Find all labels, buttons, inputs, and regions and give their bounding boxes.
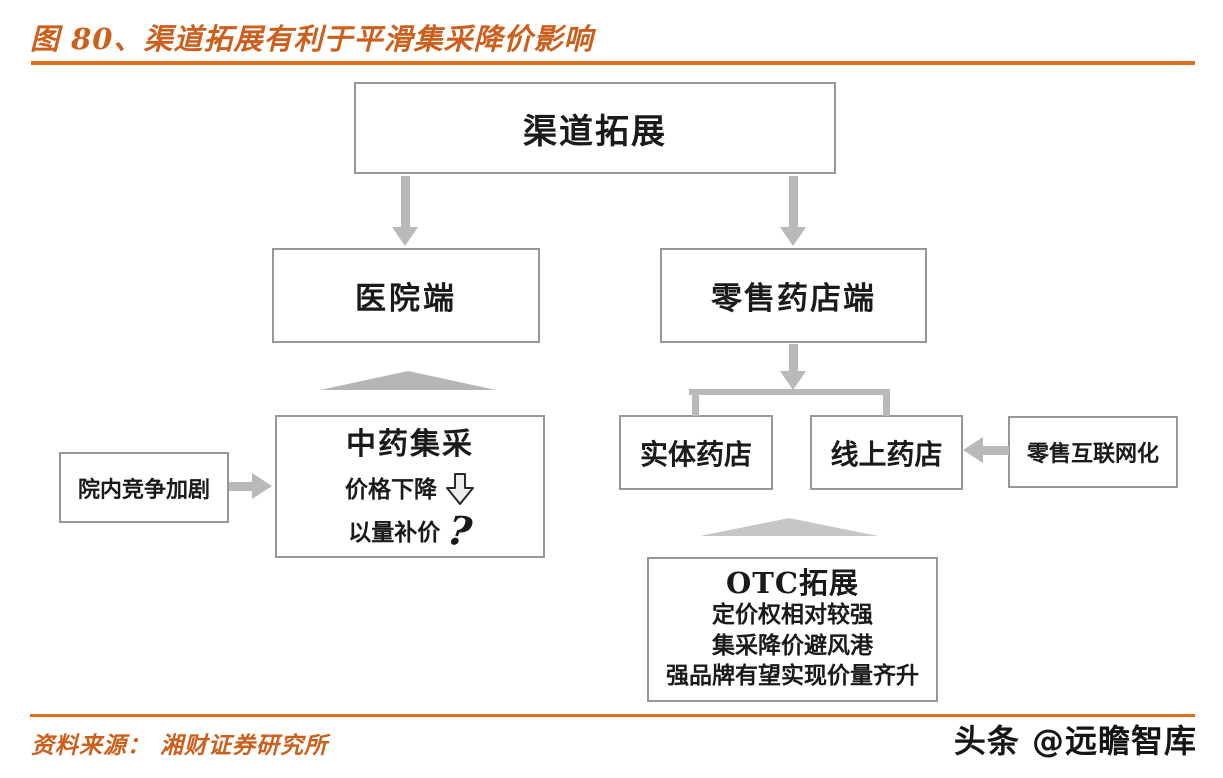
triangle-hospital-to-tcm-icon <box>320 371 496 390</box>
arrow-retail-to-stores-head <box>780 371 806 390</box>
otc-line-pricing-power: 定价权相对较强 <box>712 601 873 629</box>
node-retail-internetization: 零售互联网化 <box>1008 416 1178 488</box>
arrow-internet-to-online-shaft <box>983 446 1009 455</box>
otc-line-safe-harbor: 集采降价避风港 <box>712 631 873 659</box>
node-otc-expansion: OTC拓展 定价权相对较强 集采降价避风港 强品牌有望实现价量齐升 <box>647 557 938 702</box>
node-retail-internetization-label: 零售互联网化 <box>1026 441 1159 467</box>
node-tcm-procurement: 中药集采 价格下降 以量补价 ? <box>275 415 545 558</box>
arrow-root-to-retail-head <box>780 227 806 246</box>
node-tcm-procurement-title: 中药集采 <box>346 427 474 462</box>
arrow-retail-to-stores-shaft <box>789 344 798 373</box>
node-hospital-side: 医院端 <box>272 248 540 343</box>
question-mark-icon: ? <box>445 506 475 557</box>
watermark-toutiao: 头条 @远瞻智库 <box>953 722 1197 760</box>
triangle-stores-to-otc-icon <box>700 518 878 536</box>
tcm-volume-line: 以量补价 ? <box>348 506 475 557</box>
figure-title: 图 80、渠道拓展有利于平滑集采降价影响 <box>30 22 594 56</box>
node-hospital-competition: 院内竞争加剧 <box>59 452 229 523</box>
arrow-internet-to-online-head <box>963 437 983 463</box>
node-hospital-competition-label: 院内竞争加剧 <box>77 476 210 503</box>
otc-line-brand-growth: 强品牌有望实现价量齐升 <box>666 662 919 690</box>
stores-bracket-horizontal <box>689 389 890 395</box>
node-online-pharmacy: 线上药店 <box>810 415 963 490</box>
stores-bracket-right-stub <box>883 389 890 416</box>
node-retail-pharmacy-side: 零售药店端 <box>660 248 927 343</box>
tcm-volume-label: 以量补价 <box>348 518 441 546</box>
tcm-price-line: 价格下降 <box>345 473 475 506</box>
footer-divider <box>30 714 1195 717</box>
arrow-competition-to-tcm-shaft <box>229 482 255 491</box>
node-online-pharmacy-label: 线上药店 <box>830 437 943 471</box>
node-channel-expansion-label: 渠道拓展 <box>523 111 667 152</box>
node-otc-expansion-title: OTC拓展 <box>726 566 859 600</box>
tcm-price-label: 价格下降 <box>345 476 437 503</box>
arrow-root-to-hospital-head <box>392 227 418 246</box>
arrow-root-to-retail-shaft <box>789 176 798 228</box>
stores-bracket-left-stub <box>692 389 699 416</box>
price-down-arrow-icon <box>445 473 475 506</box>
node-retail-pharmacy-side-label: 零售药店端 <box>711 281 876 317</box>
node-physical-pharmacy-label: 实体药店 <box>639 437 752 471</box>
title-divider <box>31 61 1195 65</box>
source-note: 资料来源： 湘财证券研究所 <box>31 732 329 759</box>
arrow-competition-to-tcm-head <box>252 473 272 499</box>
node-hospital-side-label: 医院端 <box>355 281 457 317</box>
node-physical-pharmacy: 实体药店 <box>619 415 773 490</box>
node-channel-expansion: 渠道拓展 <box>354 82 836 174</box>
arrow-root-to-hospital-shaft <box>401 176 410 228</box>
